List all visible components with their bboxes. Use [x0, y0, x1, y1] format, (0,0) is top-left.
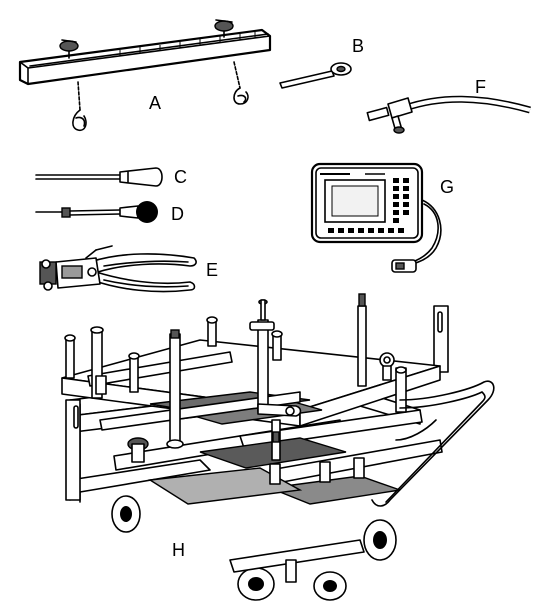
gauge-icon [379, 352, 395, 381]
label-a: A [149, 93, 162, 113]
chain-hook-icon [72, 81, 87, 132]
label-g: G [440, 177, 455, 197]
wheel-icon [313, 571, 347, 601]
wheel-icon [111, 495, 141, 533]
label-e: E [206, 260, 219, 280]
lifting-beam-a [18, 19, 272, 132]
gauge-icon [127, 437, 149, 463]
wing-nut-icon [59, 39, 79, 59]
chain-hook-icon [233, 61, 249, 105]
wheel-icon [363, 519, 397, 561]
pin-upright-icon [64, 334, 76, 379]
ball-probe-d [35, 201, 158, 223]
pin-b [279, 62, 352, 89]
pin-upright-icon [90, 326, 104, 399]
pin-upright-icon [357, 293, 367, 387]
label-d: D [171, 204, 184, 224]
label-b: B [352, 36, 365, 56]
wing-nut-icon [214, 19, 234, 38]
pin-upright-icon [128, 352, 140, 393]
label-h: H [172, 540, 185, 560]
pin-upright-icon [271, 330, 283, 361]
label-f: F [475, 77, 486, 97]
controller-buttons [328, 178, 409, 233]
hose-f [366, 95, 531, 134]
pin-upright-icon [206, 316, 218, 347]
pliers-e [39, 245, 197, 293]
pin-upright-icon [166, 329, 184, 449]
pin-upright-icon [271, 419, 281, 461]
wheel-icon [237, 567, 275, 601]
label-c: C [174, 167, 187, 187]
cart-fixture-h [61, 293, 495, 601]
screwdriver-c [35, 167, 163, 187]
controller-g [310, 162, 442, 273]
